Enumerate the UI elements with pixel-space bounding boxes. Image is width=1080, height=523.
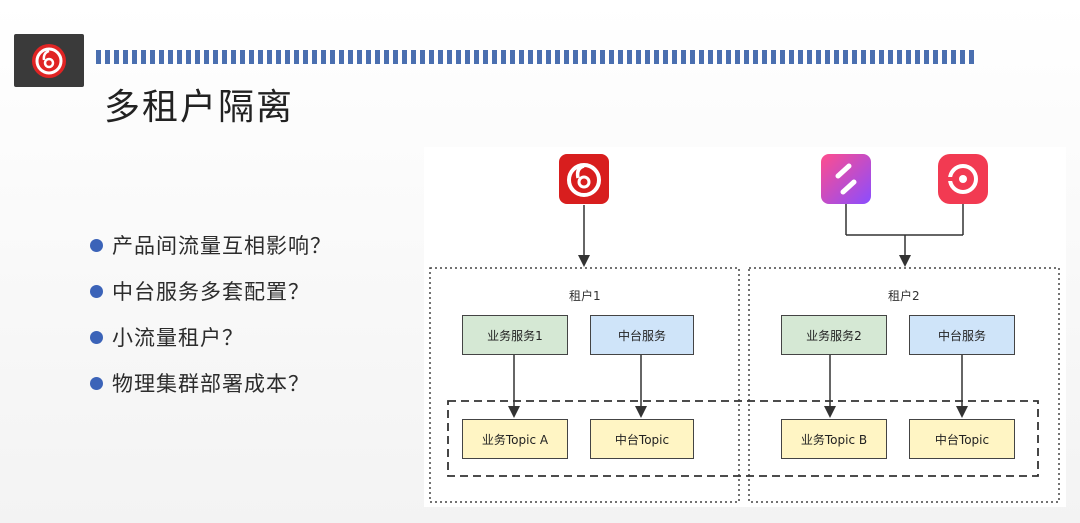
- music-app-icon: [948, 164, 978, 194]
- tenant1-business-service: 业务服务1: [462, 315, 568, 355]
- tenant2-platform-topic: 中台Topic: [909, 419, 1015, 459]
- tenant2-app-2: [938, 154, 988, 204]
- tenant2-label: 租户2: [888, 289, 920, 303]
- bullet-list: 产品间流量互相影响？ 中台服务多套配置？ 小流量租户？ 物理集群部署成本？: [90, 232, 332, 416]
- bullet-dot-icon: [90, 377, 103, 390]
- bullet-dot-icon: [90, 239, 103, 252]
- tenant2-platform-service: 中台服务: [909, 315, 1015, 355]
- netease-music-icon: [567, 163, 601, 197]
- tenant2-business-service: 业务服务2: [781, 315, 887, 355]
- tenant2-container: [748, 267, 1060, 503]
- bullet-item: 物理集群部署成本？: [90, 370, 332, 416]
- bullet-item: 小流量租户？: [90, 324, 332, 370]
- netease-music-icon: [32, 43, 66, 78]
- tenant-isolation-diagram: 租户1 租户2 业务服务1 中台服务 业务Topic A 中台Topic 业务服…: [424, 147, 1066, 507]
- bullet-dot-icon: [90, 331, 103, 344]
- tenant1-label: 租户1: [569, 289, 601, 303]
- bullet-dot-icon: [90, 285, 103, 298]
- bullet-item: 产品间流量互相影响？: [90, 232, 332, 278]
- tenant2-business-topic: 业务Topic B: [781, 419, 887, 459]
- tenant1-business-topic: 业务Topic A: [462, 419, 568, 459]
- page-title: 多租户隔离: [104, 87, 295, 128]
- tenant1-app: [559, 154, 609, 204]
- header-stripe: [96, 50, 974, 64]
- topic-cluster-container: [447, 400, 1039, 477]
- slash-app-icon: [835, 163, 857, 195]
- diagram-connectors: [429, 204, 1060, 503]
- tenant1-platform-topic: 中台Topic: [590, 419, 694, 459]
- tenant2-app-1: [821, 154, 871, 204]
- logo: [14, 34, 84, 87]
- tenant1-platform-service: 中台服务: [590, 315, 694, 355]
- bullet-item: 中台服务多套配置？: [90, 278, 332, 324]
- tenant1-container: [429, 267, 740, 503]
